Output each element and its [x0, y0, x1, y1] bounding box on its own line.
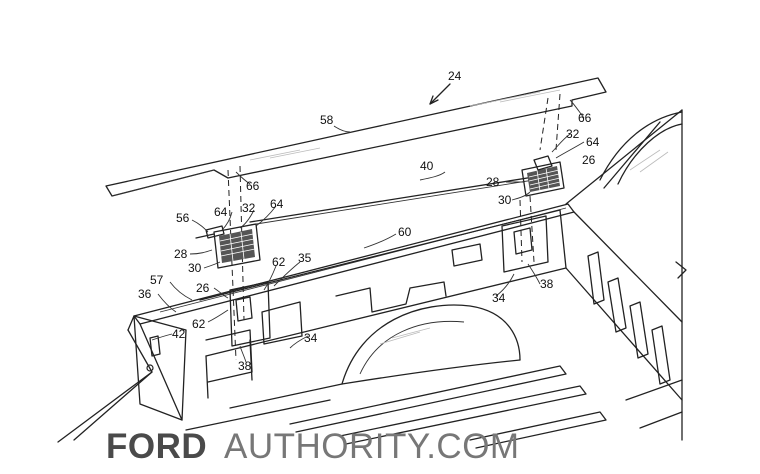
wheel-well	[341, 304, 521, 385]
numeral-38: 38	[540, 277, 554, 291]
leader-lines	[151, 99, 585, 363]
reference-numerals: 24 58 66 66 32 64 26 40 28 30 56 64 32 6…	[138, 69, 600, 373]
watermark-brand: FORD	[106, 427, 207, 466]
front-wall	[199, 209, 567, 399]
numeral-42: 42	[172, 327, 186, 341]
numeral-34: 34	[304, 331, 318, 345]
numeral-38: 38	[238, 359, 252, 373]
side-wall-left	[57, 315, 187, 443]
latch-left	[195, 223, 261, 269]
numeral-26: 26	[196, 281, 210, 295]
numeral-66: 66	[578, 111, 592, 125]
numeral-32: 32	[566, 127, 580, 141]
latch-right	[521, 155, 565, 197]
numeral-57: 57	[150, 273, 164, 287]
numeral-24: 24	[448, 69, 462, 83]
numeral-62: 62	[192, 317, 206, 331]
cable	[249, 175, 541, 223]
numeral-28: 28	[486, 175, 500, 189]
numeral-64: 64	[586, 135, 600, 149]
numeral-32: 32	[242, 201, 256, 215]
numeral-36: 36	[138, 287, 152, 301]
numeral-64: 64	[214, 205, 228, 219]
numeral-58: 58	[320, 113, 334, 127]
bed-rail	[127, 203, 575, 421]
numeral-30: 30	[188, 261, 202, 275]
numeral-56: 56	[176, 211, 190, 225]
numeral-28: 28	[174, 247, 188, 261]
watermark: FORD AUTHORITY.COM	[106, 427, 520, 466]
cover-panel	[105, 77, 607, 197]
watermark-site: AUTHORITY.COM	[224, 427, 520, 466]
numeral-66: 66	[246, 179, 260, 193]
side-wall-right	[565, 109, 687, 441]
numeral-30: 30	[498, 193, 512, 207]
floor-ribs	[185, 365, 607, 449]
numeral-64: 64	[270, 197, 284, 211]
numeral-62: 62	[272, 255, 286, 269]
numeral-35: 35	[298, 251, 312, 265]
numeral-60: 60	[398, 225, 412, 239]
numeral-26: 26	[582, 153, 596, 167]
numeral-40: 40	[420, 159, 434, 173]
numeral-34: 34	[492, 291, 506, 305]
